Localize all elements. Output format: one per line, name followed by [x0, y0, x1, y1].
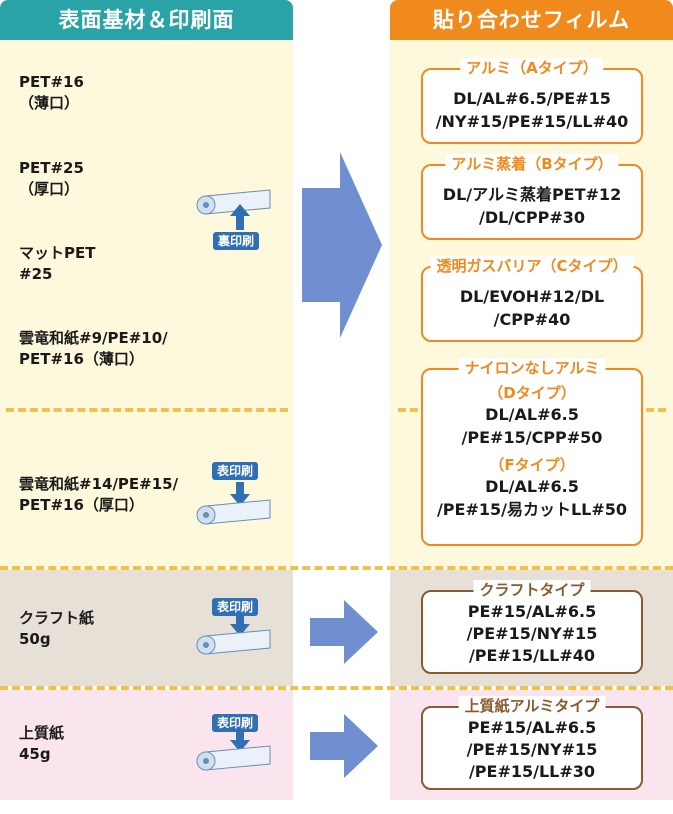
film-box-b: アルミ蒸着（Bタイプ） DL/アルミ蒸着PET#12 /DL/CPP#30	[421, 154, 643, 240]
film-box-a: アルミ（Aタイプ） DL/AL#6.5/PE#15 /NY#15/PE#15/L…	[421, 58, 643, 144]
film-title-a: アルミ（Aタイプ）	[460, 58, 604, 78]
film-spec-b: DL/アルミ蒸着PET#12 /DL/CPP#30	[442, 185, 622, 227]
film-spec-c: DL/EVOH#12/DL /CPP#40	[459, 287, 605, 329]
film-title-df: ナイロンなしアルミ	[458, 358, 606, 378]
base-unryu-9: 雲竜和紙#9/PE#10/ PET#16（薄口）	[19, 329, 168, 368]
base-matte-pet25: マットPET #25	[19, 244, 96, 283]
film-spec-a: DL/AL#6.5/PE#15 /NY#15/PE#15/LL#40	[435, 89, 629, 131]
woodfree-right-arrow	[310, 714, 378, 778]
film-title-c: 透明ガスバリア（Cタイプ）	[430, 256, 634, 276]
right-header: 貼り合わせフィルム	[390, 0, 673, 40]
front-print-icon-3	[192, 728, 282, 814]
film-spec-d: DL/AL#6.5 /PE#15/CPP#50	[461, 405, 603, 447]
left-header: 表面基材＆印刷面	[0, 0, 293, 40]
front-print-tag-1: 表印刷	[212, 462, 259, 480]
front-print-icon-1	[192, 480, 282, 566]
film-box-c: 透明ガスバリア（Cタイプ） DL/EVOH#12/DL /CPP#40	[421, 256, 643, 342]
film-title-kraft: クラフトタイプ	[473, 580, 591, 600]
kraft-right-arrow	[310, 600, 378, 664]
yellow-left-panel	[0, 40, 293, 570]
film-subtitle-d: （Dタイプ）	[488, 384, 576, 402]
back-print-tag: 裏印刷	[213, 232, 260, 250]
front-print-icon-2	[192, 612, 282, 698]
film-box-woodfree: 上質紙アルミタイプ PE#15/AL#6.5 /PE#15/NY#15 /PE#…	[421, 696, 643, 790]
base-unryu-14: 雲竜和紙#14/PE#15/ PET#16（厚口）	[19, 475, 179, 514]
separator-band-2	[0, 686, 673, 690]
film-box-df: ナイロンなしアルミ （Dタイプ） DL/AL#6.5 /PE#15/CPP#50…	[421, 358, 643, 546]
separator-band-1	[0, 566, 673, 570]
base-woodfree: 上質紙 45g	[19, 724, 65, 763]
film-box-kraft: クラフトタイプ PE#15/AL#6.5 /PE#15/NY#15 /PE#15…	[421, 580, 643, 674]
film-spec-kraft: PE#15/AL#6.5 /PE#15/NY#15 /PE#15/LL#40	[466, 602, 598, 665]
back-print-icon	[192, 178, 282, 264]
film-subtitle-f: （Fタイプ）	[489, 456, 575, 474]
film-spec-woodfree: PE#15/AL#6.5 /PE#15/NY#15 /PE#15/LL#30	[466, 718, 598, 781]
film-title-b: アルミ蒸着（Bタイプ）	[445, 154, 619, 174]
base-pet25: PET#25 （厚口）	[19, 159, 84, 198]
base-kraft: クラフト紙 50g	[19, 609, 95, 648]
base-pet16: PET#16 （薄口）	[19, 73, 84, 112]
film-title-woodfree: 上質紙アルミタイプ	[458, 696, 606, 716]
big-right-arrow	[302, 152, 382, 338]
front-print-tag-3: 表印刷	[212, 714, 259, 732]
separator-yellow-left	[6, 408, 288, 412]
film-spec-f: DL/AL#6.5 /PE#15/易カットLL#50	[436, 477, 628, 519]
front-print-tag-2: 表印刷	[212, 598, 259, 616]
